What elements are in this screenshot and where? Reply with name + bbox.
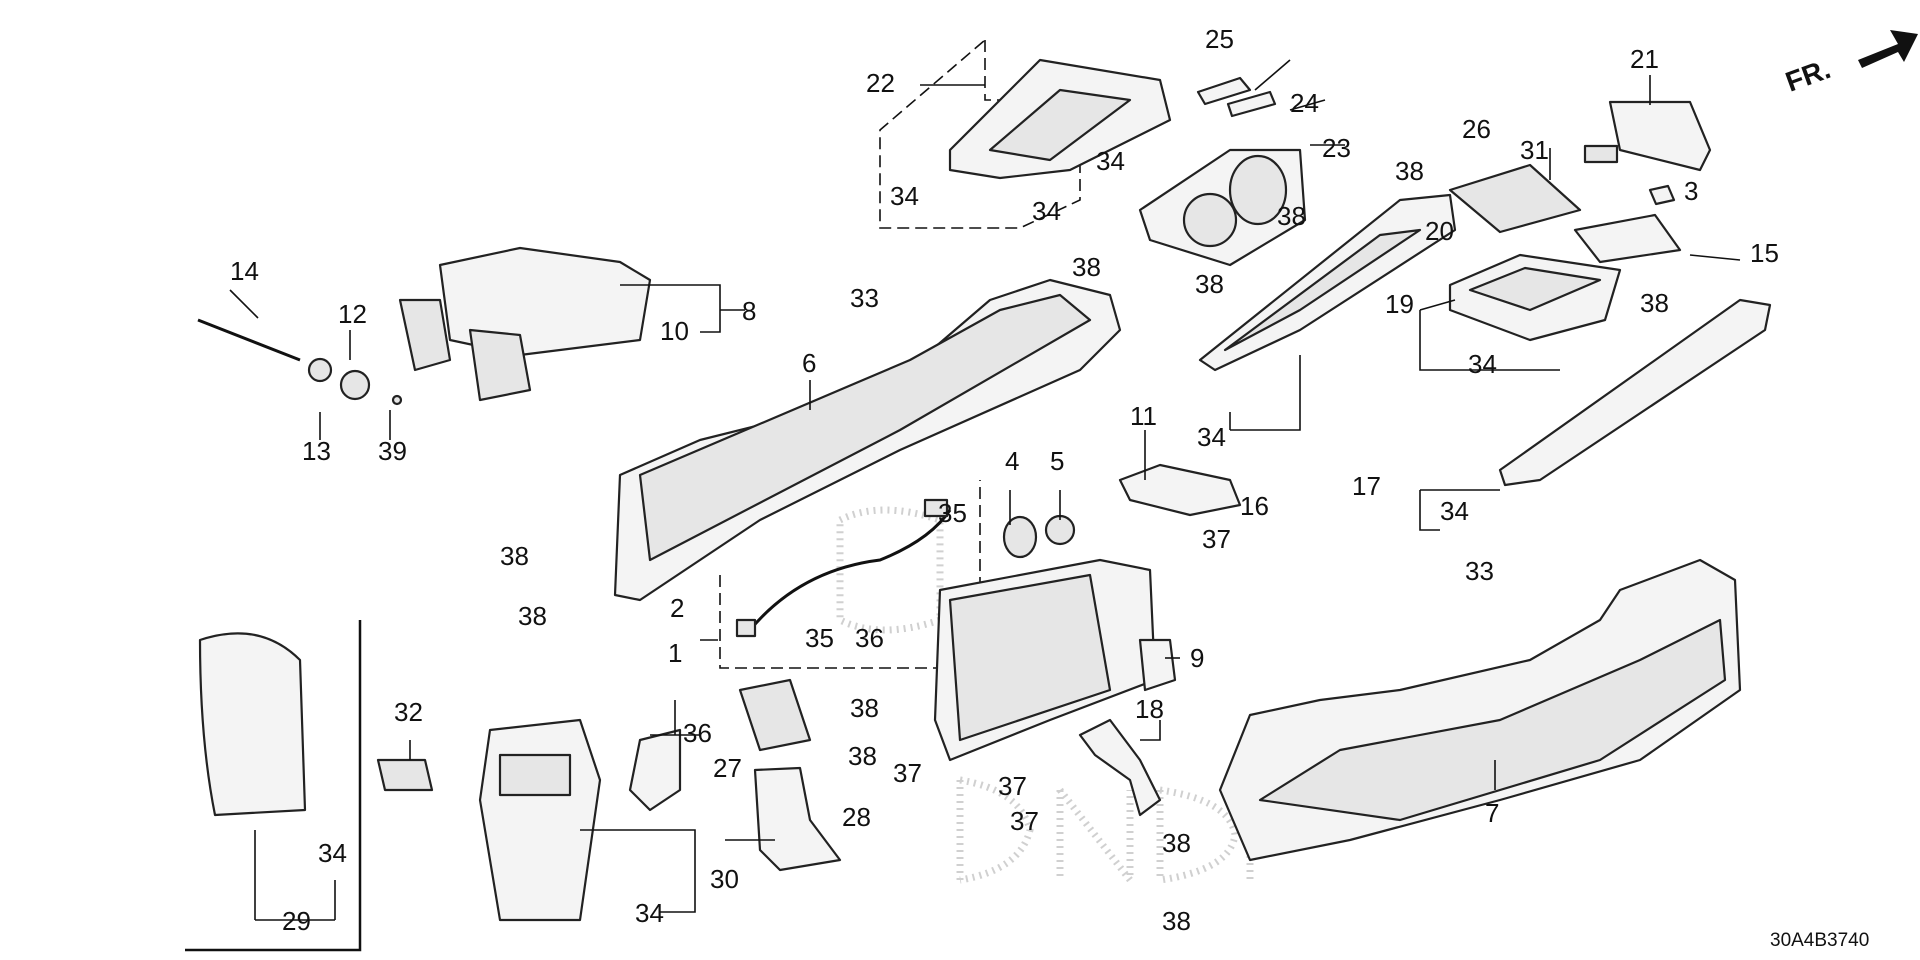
callout-1: 1 xyxy=(668,638,682,668)
callout-38h: 38 xyxy=(850,693,879,723)
callout-25: 25 xyxy=(1205,24,1234,54)
callout-34e: 34 xyxy=(1468,349,1497,379)
part-4-5-knobs xyxy=(1002,514,1076,559)
front-arrow-icon xyxy=(1858,30,1918,68)
callout-34d: 34 xyxy=(1197,422,1226,452)
callout-19: 19 xyxy=(1385,289,1414,319)
part-8-armrest xyxy=(398,246,652,402)
callout-38j: 38 xyxy=(1162,828,1191,858)
callout-38e: 38 xyxy=(1640,288,1669,318)
callout-21: 21 xyxy=(1630,44,1659,74)
part-25-24-trim xyxy=(1196,76,1277,118)
part-16-top-panel xyxy=(1198,193,1457,372)
part-17-side-trim xyxy=(1498,298,1772,487)
callout-38g: 38 xyxy=(518,601,547,631)
callout-38b: 38 xyxy=(1277,201,1306,231)
callout-2: 2 xyxy=(670,593,684,623)
callout-12: 12 xyxy=(338,299,367,329)
callout-38a: 38 xyxy=(1395,156,1424,186)
callout-34f: 34 xyxy=(1440,496,1469,526)
part-14-12-13-39-hardware xyxy=(197,318,403,406)
leader-lines xyxy=(229,59,1741,921)
callout-37a: 37 xyxy=(1202,524,1231,554)
callout-38f: 38 xyxy=(500,541,529,571)
callout-11: 11 xyxy=(1130,401,1157,431)
callout-3: 3 xyxy=(1684,176,1698,206)
part-9-console-body xyxy=(933,558,1177,762)
front-direction-indicator: FR. xyxy=(1781,30,1918,98)
watermark xyxy=(836,506,1254,891)
callouts: 1 2 3 4 5 6 7 8 9 10 11 12 13 14 15 16 1… xyxy=(230,24,1779,936)
part-21-31-panel xyxy=(1583,100,1712,206)
divider xyxy=(185,620,362,952)
callout-38d: 38 xyxy=(1195,269,1224,299)
part-11-bracket xyxy=(1118,463,1242,517)
callout-5: 5 xyxy=(1050,446,1064,476)
part-29-panel xyxy=(198,632,307,817)
callout-36a: 36 xyxy=(855,623,884,653)
callout-8: 8 xyxy=(742,296,756,326)
callout-38k: 38 xyxy=(1162,906,1191,936)
callout-32: 32 xyxy=(394,697,423,727)
part-6-left-panel xyxy=(613,278,1122,602)
callout-38c: 38 xyxy=(1072,252,1101,282)
callout-33a: 33 xyxy=(850,283,879,313)
part-7-right-panel xyxy=(1218,558,1742,862)
part-18-bracket xyxy=(1078,718,1162,817)
callout-34h: 34 xyxy=(635,898,664,928)
callout-35a: 35 xyxy=(938,498,967,528)
callout-37b: 37 xyxy=(893,758,922,788)
part-30-rear-panel xyxy=(478,718,602,922)
callout-29: 29 xyxy=(282,906,311,936)
callout-13: 13 xyxy=(302,436,331,466)
callout-27: 27 xyxy=(713,753,742,783)
callout-23: 23 xyxy=(1322,133,1351,163)
callout-15: 15 xyxy=(1750,238,1779,268)
callout-37c: 37 xyxy=(998,771,1027,801)
part-15-cover xyxy=(1573,213,1682,264)
callout-31: 31 xyxy=(1520,135,1549,165)
part-32-switch xyxy=(376,758,434,792)
callout-34c: 34 xyxy=(1032,196,1061,226)
part-23-cup-holder xyxy=(1138,148,1307,267)
callout-36b: 36 xyxy=(683,718,712,748)
callout-16: 16 xyxy=(1240,491,1269,521)
callout-9: 9 xyxy=(1190,643,1204,673)
callout-10: 10 xyxy=(660,316,689,346)
callout-17: 17 xyxy=(1352,471,1381,501)
callout-14: 14 xyxy=(230,256,259,286)
callout-22: 22 xyxy=(866,68,895,98)
callout-24: 24 xyxy=(1290,88,1319,118)
callout-39: 39 xyxy=(378,436,407,466)
part-19-tray xyxy=(1448,253,1622,342)
callout-4: 4 xyxy=(1005,446,1019,476)
diagram-code: 30A4B3740 xyxy=(1770,930,1869,951)
front-label: FR. xyxy=(1781,53,1834,98)
callout-6: 6 xyxy=(802,348,816,378)
callout-33b: 33 xyxy=(1465,556,1494,586)
callout-20: 20 xyxy=(1425,216,1454,246)
callout-28: 28 xyxy=(842,802,871,832)
callout-7: 7 xyxy=(1485,798,1499,828)
callout-34a: 34 xyxy=(1096,146,1125,176)
callout-34g: 34 xyxy=(318,838,347,868)
callout-30: 30 xyxy=(710,864,739,894)
part-22-shift-panel xyxy=(879,39,1172,229)
callout-26: 26 xyxy=(1462,114,1491,144)
part-26-mat xyxy=(1448,163,1582,234)
callout-35b: 35 xyxy=(805,623,834,653)
callout-34b: 34 xyxy=(890,181,919,211)
callout-37d: 37 xyxy=(1010,806,1039,836)
callout-38i: 38 xyxy=(848,741,877,771)
callout-18: 18 xyxy=(1135,694,1164,724)
part-27-1-28-components xyxy=(628,678,842,872)
